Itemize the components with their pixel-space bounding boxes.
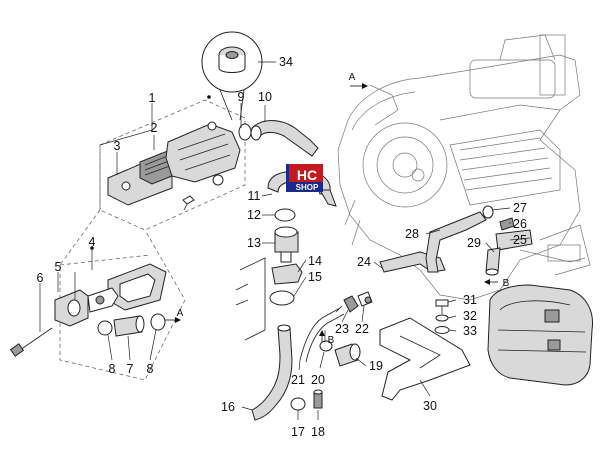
arrow-label-a-top: A (349, 72, 356, 83)
logo-line2: SHOP (296, 183, 319, 192)
right-side-parts (425, 205, 594, 386)
label-24: 24 (357, 255, 371, 269)
leaders-lower-left (39, 248, 157, 361)
label-20: 20 (311, 373, 325, 387)
part-34-cap (201, 31, 276, 121)
label-28: 28 (405, 227, 419, 241)
label-21: 21 (291, 373, 305, 387)
label-33: 33 (463, 324, 477, 338)
logo-line1: HC (297, 167, 317, 183)
arrow-labels: A A B B (177, 72, 510, 346)
arrow-label-b-center: B (328, 335, 335, 346)
label-19: 19 (369, 359, 383, 373)
label-34: 34 (279, 55, 293, 69)
label-8-right: 8 (147, 362, 154, 376)
label-1: 1 (149, 91, 156, 105)
arrow-label-b-right: B (503, 278, 510, 289)
intake-lower-group (9, 246, 167, 357)
label-17: 17 (291, 425, 305, 439)
label-3: 3 (114, 139, 121, 153)
leaders-center (261, 193, 307, 297)
filter-housing-group (59, 99, 319, 381)
label-25: 25 (513, 233, 527, 247)
label-4: 4 (89, 235, 96, 249)
label-16: 16 (221, 400, 235, 414)
leaders-right (425, 207, 531, 332)
label-31: 31 (463, 293, 477, 307)
label-13: 13 (247, 236, 261, 250)
label-15: 15 (308, 270, 322, 284)
reference-arrows (165, 83, 498, 342)
label-27: 27 (513, 201, 527, 215)
label-26: 26 (513, 217, 527, 231)
label-10: 10 (258, 90, 272, 104)
label-6: 6 (37, 271, 44, 285)
label-5: 5 (55, 260, 62, 274)
label-30: 30 (423, 399, 437, 413)
leaders-upper-left (99, 95, 266, 175)
label-2: 2 (151, 121, 158, 135)
label-9: 9 (238, 90, 245, 104)
callout-labels: 1 2 3 4 5 6 7 8 8 9 10 11 12 13 14 15 16… (37, 55, 527, 439)
leaders-lower-center (241, 261, 431, 420)
label-22: 22 (355, 322, 369, 336)
label-12: 12 (247, 208, 261, 222)
label-14: 14 (308, 254, 322, 268)
arrow-label-a-left: A (177, 308, 184, 319)
engine-assembly (337, 34, 591, 301)
label-18: 18 (311, 425, 325, 439)
label-8-left: 8 (109, 362, 116, 376)
label-29: 29 (467, 236, 481, 250)
label-7: 7 (127, 362, 134, 376)
hc-shop-logo: HC SHOP (286, 164, 323, 192)
label-32: 32 (463, 309, 477, 323)
label-23: 23 (335, 322, 349, 336)
label-11: 11 (248, 189, 261, 203)
